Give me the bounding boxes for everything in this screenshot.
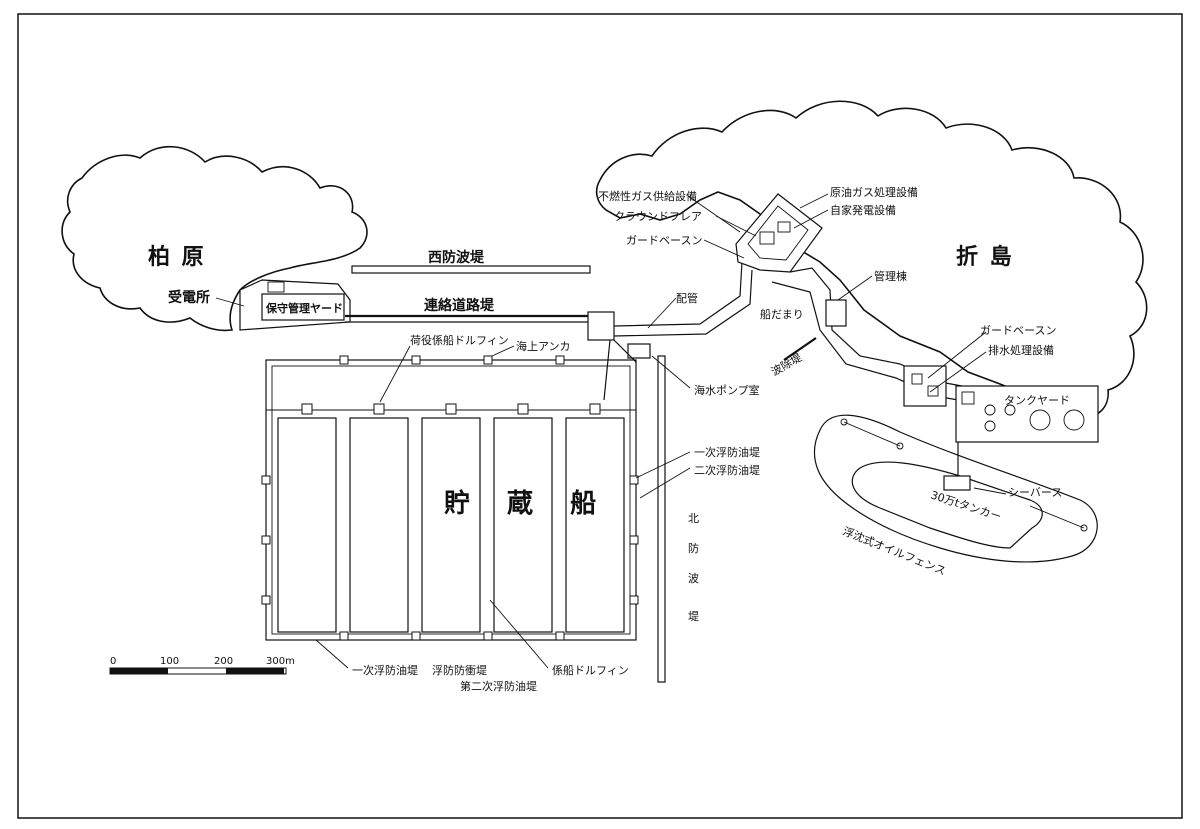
label-mooring-dolphin: 係船ドルフィン — [552, 663, 629, 677]
label-pipeline: 配管 — [676, 291, 698, 305]
tank-yard — [955, 385, 1099, 443]
buoy-1 — [840, 418, 848, 426]
scale-bar: 0 100 200 300m — [109, 656, 295, 675]
label-secondary-fence: 二次浮防油堤 — [694, 463, 760, 477]
label-wave-barrier: 波除堤 — [769, 350, 805, 379]
storage-basin-inner — [271, 365, 631, 635]
label-boat-basin: 船だまり — [760, 307, 804, 321]
pipeline-corridor-edge — [613, 269, 753, 337]
tank-small-1 — [984, 404, 996, 416]
sea-berth — [943, 475, 971, 491]
label-crude-gas: 原油ガス処理設備 — [830, 185, 918, 199]
scale-tick-0: 0 — [110, 656, 116, 667]
storage-basin-outer — [265, 359, 637, 641]
mooring-line-2 — [1029, 505, 1085, 529]
label-sea-berth: シーバース — [1008, 486, 1062, 499]
tank-yard-gate — [961, 391, 975, 405]
offshore-anchor-line — [603, 339, 611, 401]
label-oil-fence: 浮沈式オイルフェンス — [841, 524, 948, 578]
west-breakwater — [351, 265, 591, 274]
label-power: 自家発電設備 — [830, 203, 896, 217]
label-guard-base-west: ガードベースン — [626, 234, 702, 247]
label-floating-barrier: 浮防防衝堤 — [432, 663, 487, 677]
label-offshore-anchor: 海上アンカ — [516, 339, 571, 353]
label-north-breakwater-2: 防 — [688, 541, 699, 555]
tank-small-2 — [1004, 404, 1016, 416]
label-seawater-pump: 海水ポンプ室 — [694, 383, 760, 397]
anchor-link — [613, 339, 637, 363]
generator — [777, 221, 791, 233]
label-tank-yard: タンクヤード — [1004, 394, 1070, 407]
label-substation: 受電所 — [168, 289, 210, 306]
label-maintenance-yard: 保守管理ヤード — [265, 301, 343, 315]
label-primary-fence: 一次浮防油堤 — [694, 445, 760, 459]
scale-tick-100: 100 — [160, 656, 179, 667]
storage-ship-5 — [565, 417, 625, 633]
kashiwabara-coastline — [61, 145, 368, 332]
storage-ship-3 — [421, 417, 481, 633]
north-breakwater — [657, 355, 666, 683]
place-storage-ship: 貯 蔵 船 — [444, 488, 610, 519]
label-ground-flare: クラウンドフレア — [614, 210, 702, 223]
label-inert-gas: 不燃性ガス供給設備 — [598, 189, 697, 203]
seawater-pump-house — [627, 343, 651, 359]
storage-ship-4 — [493, 417, 553, 633]
buoy-2 — [896, 442, 904, 450]
junction-node — [587, 311, 615, 341]
label-west-breakwater: 西防波堤 — [428, 249, 485, 266]
storage-ships — [277, 417, 625, 633]
tank-large-2 — [1063, 409, 1085, 431]
place-kashiwabara: 柏 原 — [148, 244, 206, 270]
scale-tick-300: 300m — [266, 656, 295, 667]
label-primary-fence-bottom: 一次浮防油堤 — [352, 663, 418, 677]
wastewater-tank — [911, 373, 923, 385]
flare-stack — [759, 231, 775, 245]
mooring-line-1 — [843, 421, 901, 447]
mooring-dolphins — [261, 355, 639, 641]
admin-building — [825, 299, 847, 327]
substation-building — [267, 281, 285, 293]
storage-ship-1 — [277, 417, 337, 633]
label-loading-dolphin: 荷役係船ドルフィン — [410, 333, 509, 347]
guard-base-east-pool — [927, 385, 939, 397]
wastewater-facility — [903, 365, 947, 407]
label-wastewater: 排水処理設備 — [988, 343, 1054, 357]
place-orishima: 折 島 — [956, 244, 1014, 270]
oil-fence-ring — [813, 414, 1098, 563]
label-north-breakwater-4: 堤 — [688, 610, 699, 623]
tanker-hull — [851, 461, 1043, 549]
buoy-3 — [1080, 524, 1088, 532]
label-secondary-fence-bottom: 第二次浮防油堤 — [460, 679, 537, 693]
label-north-breakwater-3: 波 — [688, 572, 699, 585]
tank-small-3 — [984, 420, 996, 432]
maintenance-yard-box — [261, 293, 345, 321]
scale-tick-200: 200 — [214, 656, 233, 667]
label-guard-base-east: ガードベースン — [980, 324, 1056, 337]
label-north-breakwater-1: 北 — [688, 512, 699, 525]
gas-processing-inner — [747, 205, 809, 261]
orishima-coastline — [595, 100, 1148, 418]
pipeline-corridor — [613, 261, 743, 327]
leader-lines — [215, 193, 1007, 669]
label-admin: 管理棟 — [874, 269, 907, 283]
label-connecting-road: 連絡道路堤 — [424, 297, 495, 314]
wave-barrier — [783, 337, 817, 361]
map-frame — [17, 13, 1183, 819]
storage-ship-2 — [349, 417, 409, 633]
tank-large-1 — [1029, 409, 1051, 431]
